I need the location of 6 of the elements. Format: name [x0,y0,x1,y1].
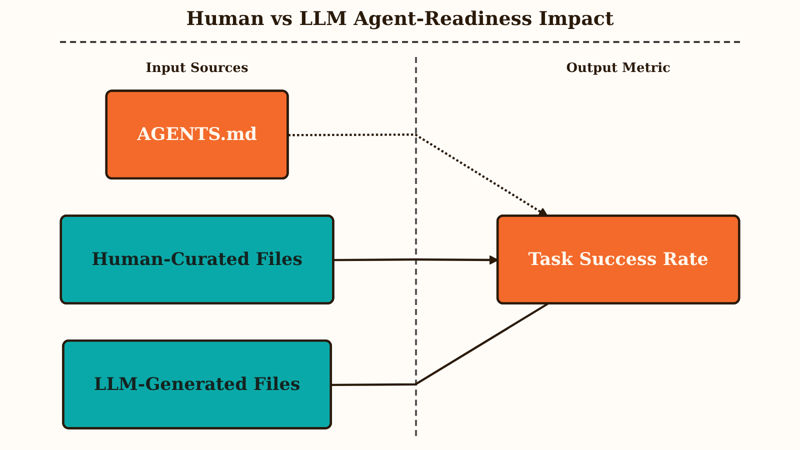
diagram-title: Human vs LLM Agent-Readiness Impact [186,8,614,30]
connector [331,302,548,386]
column-heading: Input Sources [146,60,248,76]
arrow [288,134,548,217]
column-heading: Output Metric [566,60,670,76]
arrow [334,255,499,265]
